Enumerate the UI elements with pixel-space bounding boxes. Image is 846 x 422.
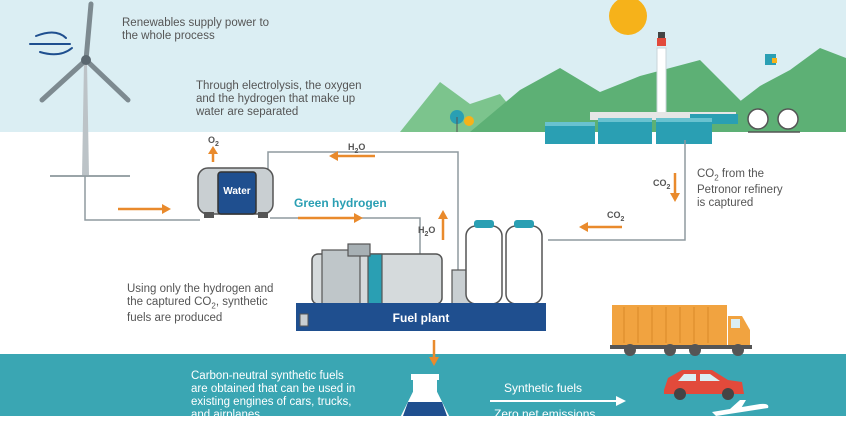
- note-synthesis-sub: 2: [211, 301, 216, 311]
- refinery-chimney: [656, 47, 667, 119]
- h2o-side-h: H: [418, 225, 425, 235]
- co2-horizontal-sub: 2: [620, 215, 625, 223]
- note-co2-refinery-co: CO: [697, 168, 715, 180]
- flow-arrows: [118, 146, 680, 366]
- co2-horizontal-main: CO: [607, 210, 621, 220]
- zero-net-emissions-label: Zero net emissions: [494, 407, 596, 421]
- process-pipes: [84, 140, 686, 270]
- fuel-plant-illustration: [296, 220, 546, 331]
- note-renewables: Renewables supply power to the whole pro…: [122, 17, 270, 42]
- h2o-top-sub: 2: [354, 147, 359, 155]
- chimney-top: [657, 38, 666, 46]
- co2-vertical-sub: 2: [666, 183, 671, 191]
- water-label: Water: [223, 186, 251, 197]
- note-synthesis-line3: fuels are produced: [127, 312, 223, 325]
- fuel-plant-base: [296, 303, 546, 331]
- note-co2-refinery-sub: 2: [714, 173, 719, 183]
- note-co2-refinery: CO2 from the Petronor refinery is captur…: [697, 168, 837, 210]
- sun-icon: [609, 0, 647, 35]
- h2o-top-o: O: [358, 142, 366, 152]
- truck-icon: [610, 305, 752, 356]
- fuel-flask-icon: [400, 374, 450, 416]
- fuel-plant-label: Fuel plant: [392, 311, 450, 325]
- note-synthesis-co2: the captured CO: [127, 296, 212, 308]
- h2o-side-sub: 2: [424, 230, 429, 238]
- note-synthesis: Using only the hydrogen and the captured…: [127, 283, 307, 325]
- h2o-side-o: O: [428, 225, 436, 235]
- note-electrolysis: Through electrolysis, the oxygen and the…: [196, 80, 362, 118]
- note-synthesis-line1: Using only the hydrogen and: [127, 283, 274, 295]
- mountains: [400, 48, 846, 132]
- note-co2-refinery-rest: from the Petronor refinery is captured: [697, 168, 783, 210]
- o2-main: O: [208, 135, 216, 145]
- wind-icon: [29, 31, 73, 56]
- h2o-top-label: H2O: [348, 142, 365, 155]
- note-carbon-neutral: Carbon-neutral synthetic fuels are obtai…: [191, 370, 356, 421]
- synthetic-fuels-label: Synthetic fuels: [504, 381, 583, 395]
- decor-square: [765, 54, 776, 65]
- o2-label: O2: [208, 135, 219, 148]
- o2-sub: 2: [215, 140, 219, 148]
- refinery-tanks: [545, 108, 800, 144]
- car-icon: [664, 370, 744, 400]
- co2-horizontal-label: CO2: [607, 210, 624, 223]
- h2o-top-h: H: [348, 142, 355, 152]
- note-synthesis-line2: the captured CO2, synthetic: [127, 296, 307, 312]
- note-synthesis-rest: , synthetic: [215, 296, 268, 308]
- output-arrows: [490, 396, 626, 406]
- electrolyser-icon: [197, 167, 274, 218]
- h2o-side-label: H2O: [418, 225, 435, 238]
- green-hydrogen-label: Green hydrogen: [294, 196, 387, 210]
- co2-vertical-main: CO: [653, 178, 667, 188]
- wind-turbine-icon: [39, 1, 131, 177]
- airplane-icon: [712, 400, 769, 416]
- co2-vertical-label: CO2: [653, 178, 670, 191]
